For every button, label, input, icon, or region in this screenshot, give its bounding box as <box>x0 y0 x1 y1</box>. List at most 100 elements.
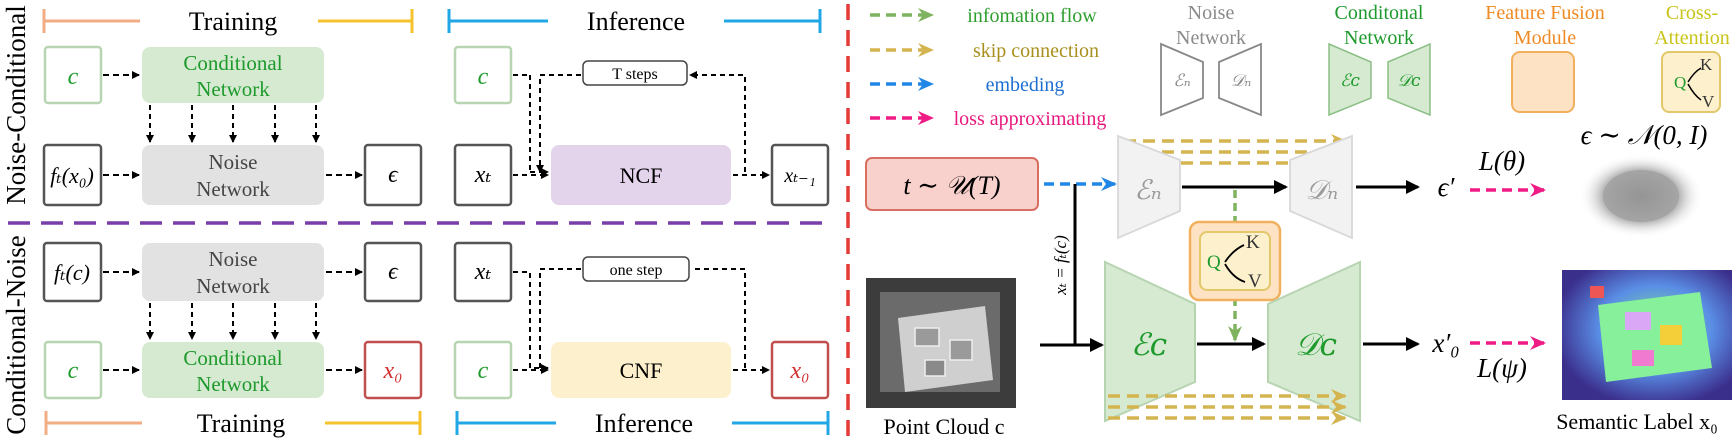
legend-ca-line2: Attention <box>1654 27 1730 49</box>
semantic-label-image <box>1562 270 1732 400</box>
row-label-noise-conditional: Noise-Conditional <box>1 5 31 204</box>
noise-encoder-label: ℰₙ <box>1134 175 1161 206</box>
legend-ca-line1: Cross- <box>1666 2 1718 24</box>
point-cloud-label: Point Cloud c <box>883 414 1004 439</box>
nc-inf-output-box <box>770 143 830 207</box>
point-cloud-image <box>866 278 1016 408</box>
noise-decoder-label: 𝒟ₙ <box>1306 175 1339 206</box>
legend-ca-q: Q <box>1674 73 1686 92</box>
training-header-bottom: Training <box>44 409 422 438</box>
timestep-box <box>865 157 1039 211</box>
legend-cond-decoder-shape <box>1387 42 1431 117</box>
nc-conditional-network-line1: Conditional <box>183 51 282 75</box>
legend-noise-network-line2: Network <box>1176 27 1246 49</box>
cn-noise-network-line2: Network <box>196 274 270 298</box>
nc-training: c Conditional Network fₜ(x₀) Noise Netwo… <box>42 45 423 207</box>
noise-output-label: ϵ′ <box>1438 172 1456 202</box>
cond-decoder-label: 𝒟ᴄ <box>1295 327 1337 363</box>
legend-fusion-line1: Feature Fusion <box>1485 2 1604 24</box>
noise-dist-label: ϵ ∼ 𝒩(0, I) <box>1581 120 1708 150</box>
nc-cond-input-box <box>43 45 103 105</box>
nc-tsteps-label: T steps <box>612 66 657 83</box>
legend-information-flow: infomation flow <box>967 5 1097 27</box>
cnf-box <box>551 342 731 398</box>
legend-loss-approximating: loss approximating <box>954 108 1107 130</box>
nc-noise-network-box <box>142 145 324 205</box>
nc-conditional-network-box <box>142 47 324 103</box>
cond-loss-label: L(ψ) <box>1476 353 1527 383</box>
inference-header-top: Inference <box>447 7 822 36</box>
legend-cond-network-line1: Conditonal <box>1335 2 1424 24</box>
ca-k-label: K <box>1246 232 1260 253</box>
legend-cond-network-line2: Network <box>1344 27 1414 49</box>
ncf-label: NCF <box>620 163 663 188</box>
cn-training: fₜ(c) Noise Network ϵ c Conditional Netw… <box>42 241 423 400</box>
legend-fusion-line2: Module <box>1514 27 1576 49</box>
nc-inf-noised-box <box>453 143 513 207</box>
legend-cond-decoder-label: 𝒟ᴄ <box>1397 71 1421 91</box>
right-panel: t ∼ 𝒰(T) ℰₙ 𝒟ₙ ϵ′ L(θ) ϵ ∼ 𝒩(0, I) xₜ = … <box>865 120 1732 439</box>
nc-noised-input-label: fₜ(x₀) <box>50 163 94 188</box>
cn-onestep-box <box>582 256 690 282</box>
cn-inf-noised-label: xₜ <box>474 259 492 285</box>
left-panel: Noise-Conditional Conditional-Noise Trai… <box>1 5 832 438</box>
cn-inference: xₜ one step c CNF x₀ <box>453 241 830 400</box>
cn-output-label: ϵ <box>388 259 399 285</box>
cn-noised-cond-box <box>42 241 103 303</box>
cross-attention-block <box>1199 231 1271 291</box>
cn-cond-input-box <box>43 340 103 400</box>
noise-loss-label: L(θ) <box>1478 146 1525 176</box>
legend: infomation flow skip connection embeding… <box>870 2 1730 130</box>
cn-noise-network-line1: Noise <box>209 247 258 271</box>
cond-encoder-label: ℰᴄ <box>1131 327 1167 363</box>
nc-output-label: ϵ <box>388 162 399 188</box>
training-label-top: Training <box>189 7 278 36</box>
legend-noise-encoder-label: ℰₙ <box>1173 71 1190 91</box>
legend-noise-encoder-shape <box>1160 42 1204 117</box>
nc-inf-noised-label: xₜ <box>474 162 492 188</box>
cn-inf-cond-box <box>453 340 513 400</box>
cond-decoder <box>1267 260 1361 423</box>
cn-cond-input-label: c <box>68 358 79 384</box>
cn-inf-noised-box <box>453 241 513 303</box>
legend-noise-decoder-shape <box>1218 42 1262 117</box>
nc-output-box <box>363 143 423 207</box>
nc-inf-cond-box <box>453 45 513 105</box>
cn-inf-output-box <box>770 340 830 400</box>
noise-encoder <box>1117 134 1181 240</box>
cn-noised-cond-label: fₜ(c) <box>54 260 90 285</box>
cn-conditional-network-box <box>142 342 324 398</box>
cn-inf-output-label: x₀ <box>790 358 810 384</box>
cond-encoder <box>1104 260 1196 423</box>
legend-fusion-shape <box>1511 51 1575 113</box>
ca-v-label: V <box>1248 271 1262 292</box>
nc-noise-network-line1: Noise <box>209 150 258 174</box>
training-header-top: Training <box>42 7 414 36</box>
noise-decoder <box>1289 134 1353 240</box>
nc-inf-cond-label: c <box>478 64 489 90</box>
training-label-bottom: Training <box>197 409 286 438</box>
cn-output-box <box>363 241 423 303</box>
cn-onestep-label: one step <box>610 262 663 279</box>
nc-noise-network-line2: Network <box>196 177 270 201</box>
legend-embedding: embeding <box>986 74 1065 96</box>
legend-ca-v: V <box>1702 92 1715 111</box>
nc-inference: c T steps xₜ NCF xₜ₋₁ <box>453 45 830 207</box>
legend-ca-k: K <box>1700 55 1713 74</box>
legend-ca-shape <box>1661 51 1721 113</box>
noised-input-label: xₜ = fₜ(c) <box>1051 235 1070 296</box>
cn-conditional-network-line1: Conditional <box>183 346 282 370</box>
legend-cond-encoder-label: ℰᴄ <box>1340 71 1360 91</box>
semantic-label-text: Semantic Label x₀ <box>1556 409 1718 434</box>
nc-noised-input-box <box>42 143 103 207</box>
nc-cond-input-label: c <box>68 64 79 90</box>
row-label-conditional-noise: Conditional-Noise <box>1 235 31 434</box>
ca-q-label: Q <box>1207 252 1221 273</box>
legend-skip-connection: skip connection <box>973 40 1099 62</box>
inference-label-top: Inference <box>587 7 685 36</box>
noise-scatter <box>1579 154 1703 238</box>
nc-inf-output-label: xₜ₋₁ <box>783 165 815 187</box>
cn-conditional-network-line2: Network <box>196 372 270 396</box>
legend-noise-network-line1: Noise <box>1188 2 1235 24</box>
